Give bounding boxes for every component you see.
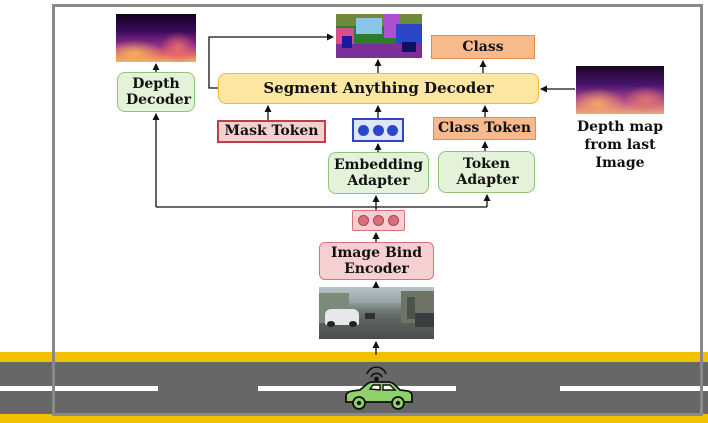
class-token-box: Class Token bbox=[433, 117, 536, 140]
image-embedding-dot bbox=[373, 215, 384, 226]
token-adapter-label: Token Adapter bbox=[456, 155, 519, 188]
depth-map-caption: Depth map from last Image bbox=[576, 119, 664, 172]
image-bind-encoder-box: Image Bind Encoder bbox=[319, 242, 434, 280]
depth-decoder-label: Depth Decoder bbox=[126, 75, 191, 108]
segment-anything-decoder-box: Segment Anything Decoder bbox=[218, 73, 539, 104]
depth-decoder-box: Depth Decoder bbox=[117, 72, 195, 112]
diagram-frame bbox=[52, 4, 703, 416]
lane-marking bbox=[0, 386, 158, 391]
mask-token-label: Mask Token bbox=[224, 123, 319, 140]
arrow-decoder-to-depth-decoder bbox=[208, 33, 334, 89]
road-curb-bottom bbox=[0, 414, 708, 423]
image-embedding-dot bbox=[388, 215, 399, 226]
embedding-dot bbox=[358, 124, 369, 136]
class-output-box: Class bbox=[431, 35, 535, 59]
camera-input-image bbox=[319, 287, 434, 339]
car-icon bbox=[345, 366, 413, 410]
lane-marking bbox=[258, 386, 456, 391]
image-bind-encoder-label: Image Bind Encoder bbox=[330, 244, 423, 277]
embedding-dot bbox=[372, 124, 384, 136]
embedding-dot bbox=[387, 124, 398, 136]
embedding-adapter-label: Embedding Adapter bbox=[333, 156, 424, 189]
segment-anything-decoder-label: Segment Anything Decoder bbox=[263, 78, 494, 97]
mask-token-box: Mask Token bbox=[217, 120, 326, 143]
image-embedding-dot bbox=[358, 215, 369, 226]
road-curb-top bbox=[0, 352, 708, 362]
depth-output-image bbox=[116, 14, 196, 62]
segmentation-output-image bbox=[336, 14, 422, 58]
lane-marking bbox=[560, 386, 708, 391]
previous-depth-map-image bbox=[576, 66, 664, 114]
class-output-label: Class bbox=[462, 38, 504, 55]
token-adapter-box: Token Adapter bbox=[438, 151, 535, 193]
class-token-label: Class Token bbox=[437, 120, 532, 137]
embedding-adapter-box: Embedding Adapter bbox=[328, 152, 429, 194]
